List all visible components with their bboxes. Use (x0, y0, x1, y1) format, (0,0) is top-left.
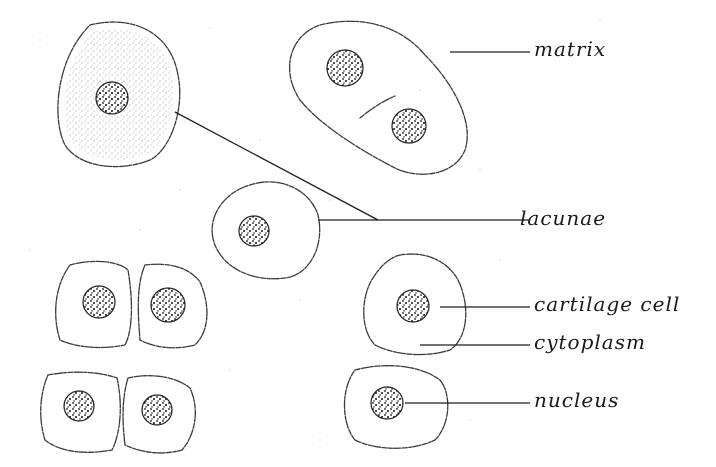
label-nucleus: nucleus (534, 388, 619, 412)
leader-lacunae-diagonal (175, 112, 378, 220)
lacuna-group-bottom-left (41, 261, 207, 453)
label-cytoplasm: cytoplasm (534, 330, 646, 354)
label-matrix: matrix (534, 37, 606, 61)
label-cartilage-cell: cartilage cell (534, 292, 680, 316)
label-lacunae: lacunae (520, 206, 606, 230)
lacuna-top-right (290, 21, 468, 174)
